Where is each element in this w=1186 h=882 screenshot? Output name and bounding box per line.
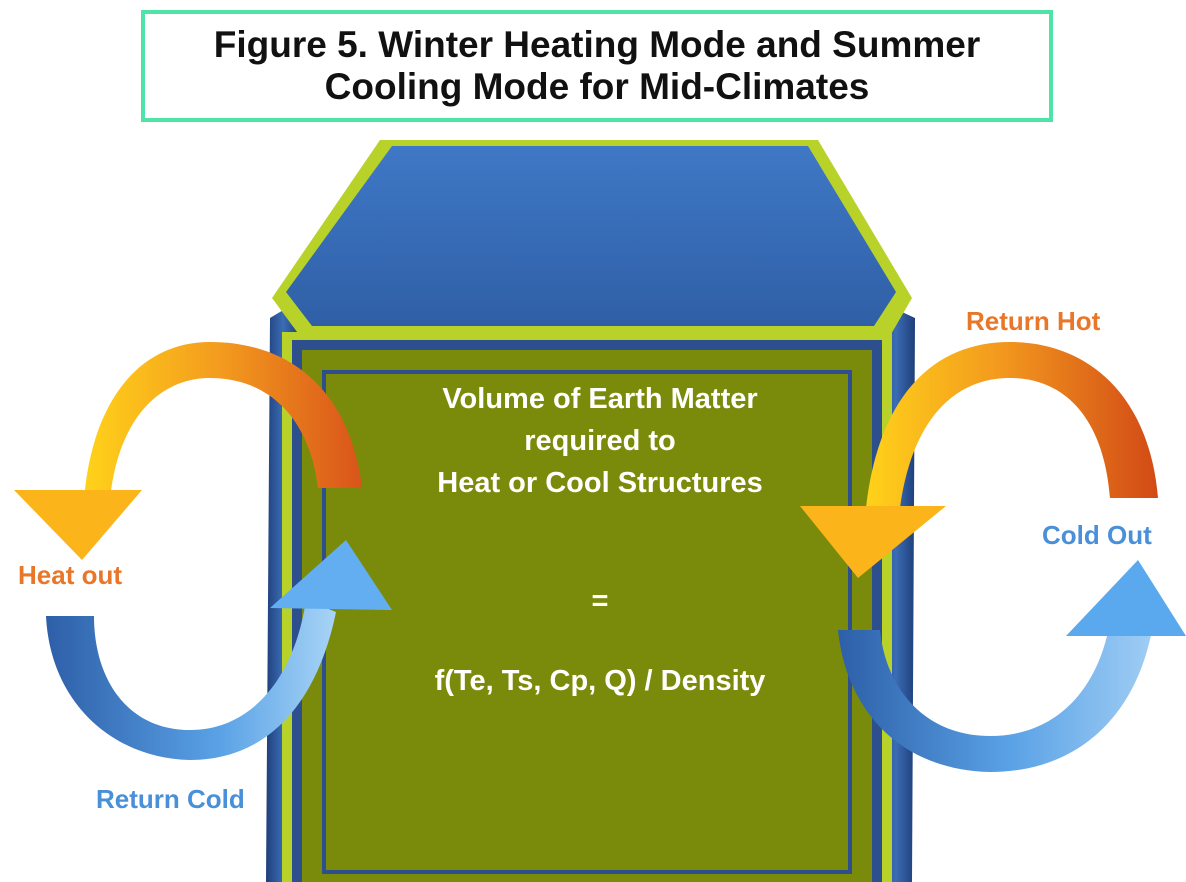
left-cold-arrowhead — [270, 540, 392, 610]
right-cycle — [800, 342, 1186, 772]
return-cold-label: Return Cold — [96, 784, 245, 814]
block-top-face — [286, 146, 896, 326]
center-description: Volume of Earth Matter required to Heat … — [340, 378, 860, 504]
left-cold-arrow-body — [46, 600, 336, 760]
center-line-1: Volume of Earth Matter — [442, 383, 758, 415]
figure-title-box: Figure 5. Winter Heating Mode and Summer… — [141, 10, 1053, 122]
right-cold-arrow-body — [838, 622, 1152, 772]
cold-out-label: Cold Out — [1042, 520, 1152, 550]
left-hot-arrow-body — [84, 342, 362, 500]
figure-title-line-2: Cooling Mode for Mid-Climates — [324, 66, 870, 107]
right-hot-arrow-body — [866, 342, 1158, 508]
heat-out-label: Heat out — [18, 560, 122, 590]
left-cycle — [14, 342, 392, 760]
center-line-2: required to — [524, 425, 676, 457]
equals-sign: = — [591, 585, 609, 617]
block-front-face — [302, 350, 872, 882]
density-formula: f(Te, Ts, Cp, Q) / Density — [434, 665, 766, 697]
return-hot-label: Return Hot — [966, 306, 1101, 336]
right-hot-arrowhead — [800, 506, 946, 578]
figure-title-line-1: Figure 5. Winter Heating Mode and Summer — [213, 24, 981, 65]
left-hot-arrowhead — [14, 490, 142, 560]
right-cold-arrowhead — [1066, 560, 1186, 636]
center-line-3: Heat or Cool Structures — [437, 467, 763, 499]
